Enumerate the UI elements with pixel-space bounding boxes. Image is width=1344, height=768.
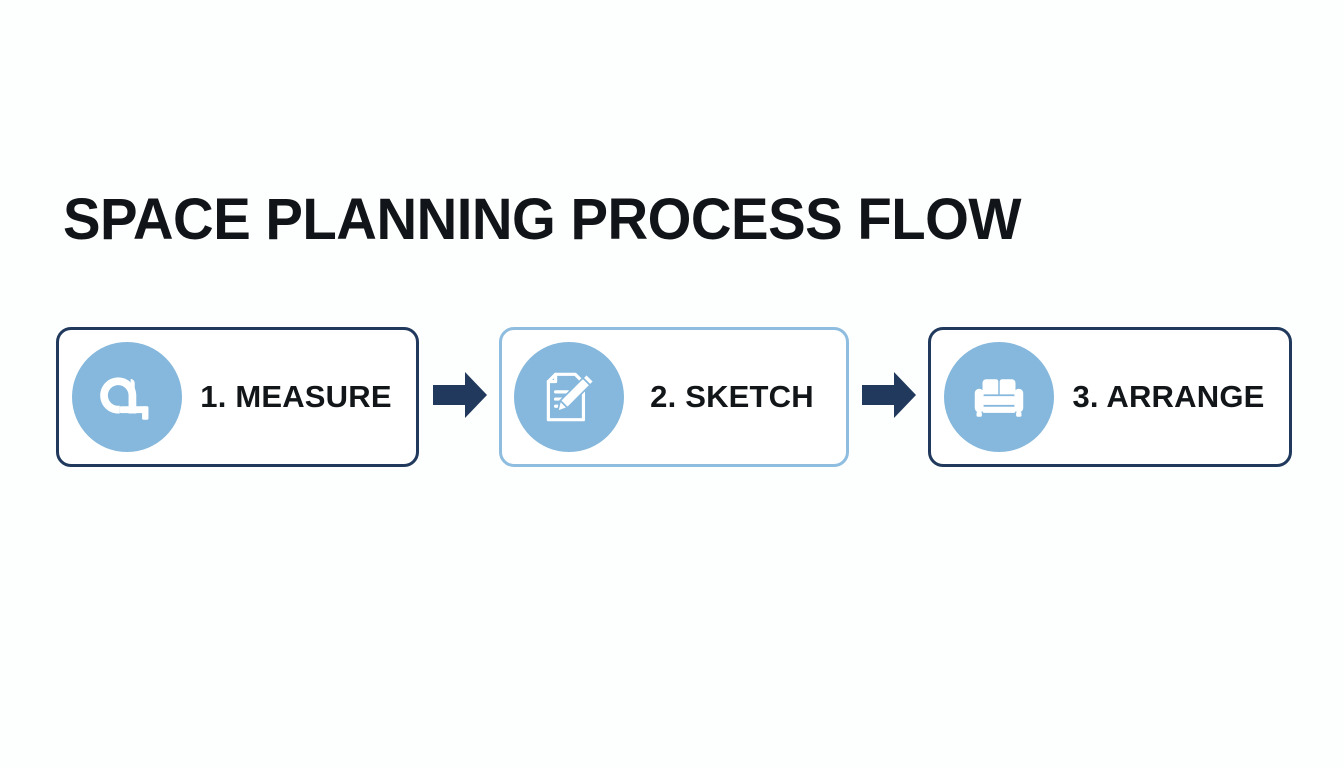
arrow-right-icon	[862, 372, 916, 418]
flow-step-card-3[interactable]: 3. ARRANGE	[928, 327, 1292, 467]
tape-measure-icon	[100, 377, 149, 420]
flow-step-label-2: 2. SKETCH	[650, 379, 814, 414]
document-pencil-icon	[546, 372, 595, 422]
flow-connector-1	[431, 368, 489, 422]
step-1-icon-badge	[72, 342, 182, 452]
flow-step-label-1: 1. MEASURE	[200, 379, 392, 414]
flow-step-label-3: 3. ARRANGE	[1072, 379, 1265, 414]
arrow-right-icon	[433, 372, 487, 418]
step-3-icon-badge	[944, 342, 1054, 452]
step-2-icon-badge	[514, 342, 624, 452]
process-flow-row: 1. MEASURE	[56, 327, 1292, 467]
flow-connector-2	[860, 368, 918, 422]
flow-step-card-2[interactable]: 2. SKETCH	[499, 327, 849, 467]
flow-step-card-1[interactable]: 1. MEASURE	[56, 327, 419, 467]
sofa-icon	[974, 379, 1024, 417]
page-title: SPACE PLANNING PROCESS FLOW	[63, 187, 1021, 252]
